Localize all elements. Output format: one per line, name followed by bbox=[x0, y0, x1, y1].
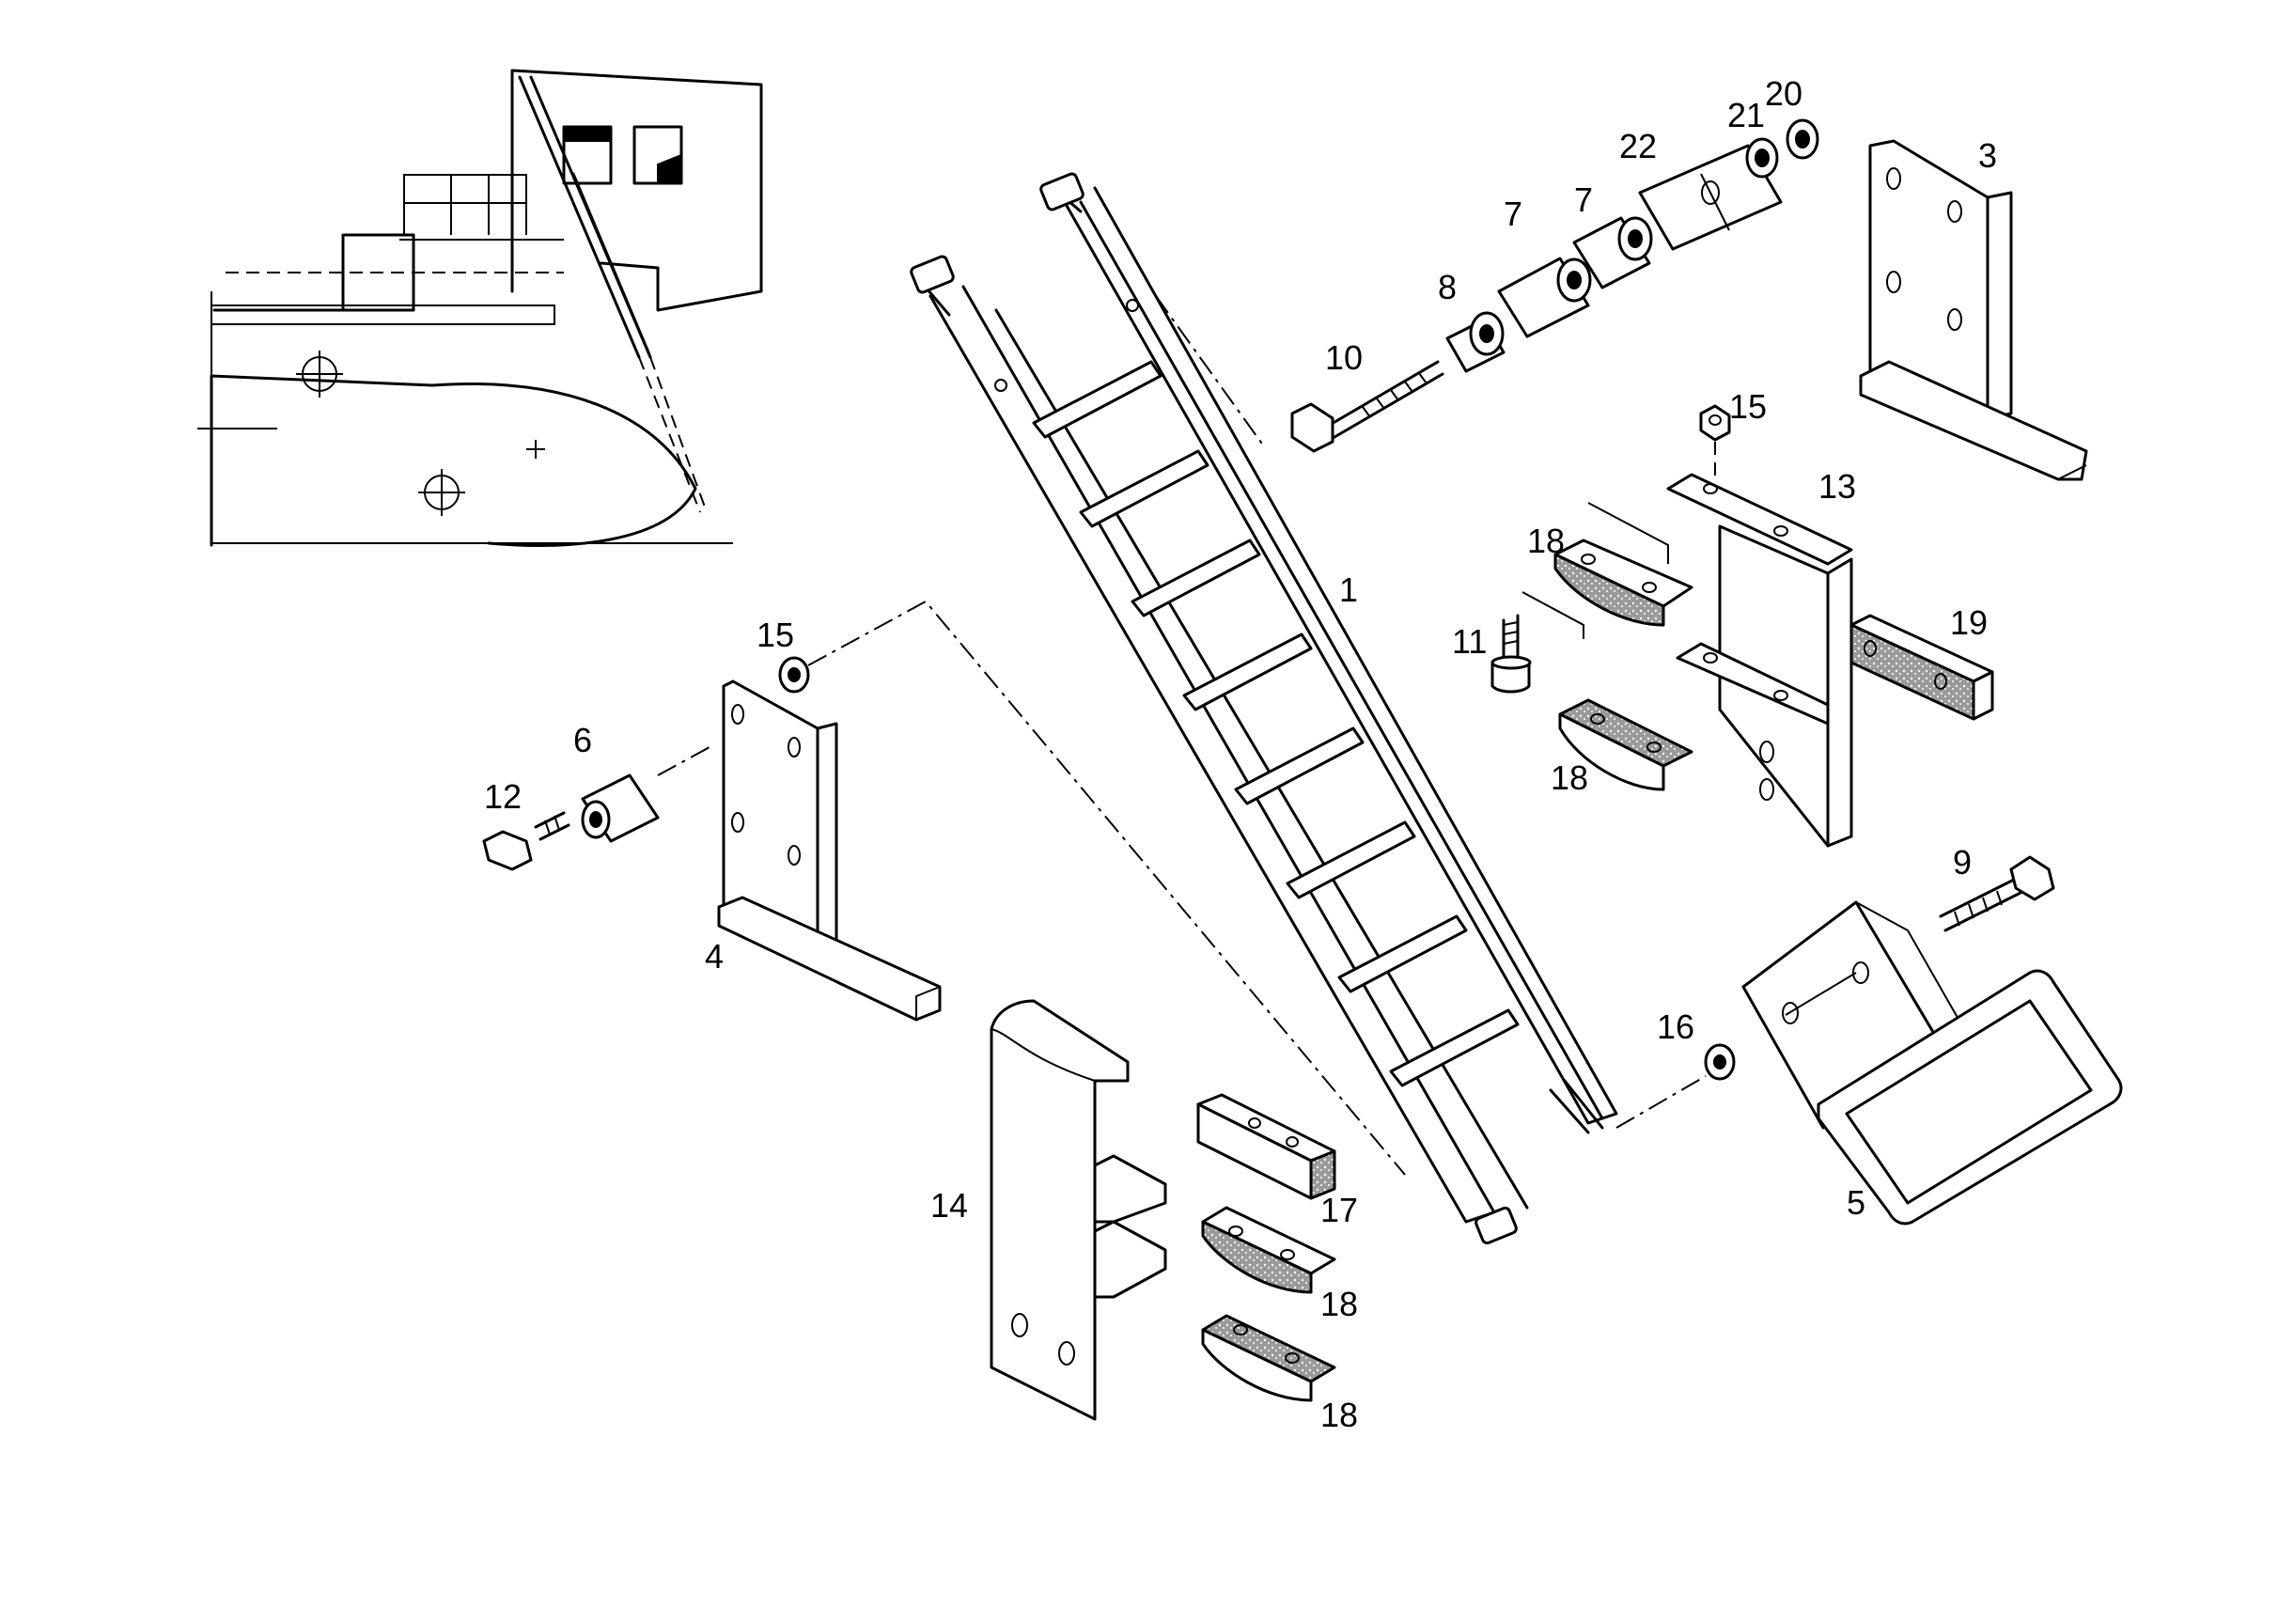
label-6: 6 bbox=[573, 721, 592, 759]
label-8: 8 bbox=[1438, 268, 1457, 306]
bolt-9 bbox=[1939, 855, 2055, 932]
nut-20 bbox=[1786, 118, 1819, 160]
block-17 bbox=[1196, 1093, 1336, 1200]
ladder-rungs bbox=[1032, 360, 1520, 1087]
label-15b: 15 bbox=[757, 616, 794, 654]
bracket-5 bbox=[1741, 900, 2123, 1226]
pad-18-upper bbox=[1553, 539, 1693, 627]
leader-11 bbox=[1521, 591, 1584, 639]
block-19 bbox=[1849, 614, 1994, 721]
axis-line-left bbox=[657, 600, 1406, 1176]
label-18a: 18 bbox=[1527, 522, 1565, 560]
label-20: 20 bbox=[1765, 74, 1802, 113]
pad-18-bottom-b bbox=[1201, 1314, 1336, 1402]
label-12: 12 bbox=[484, 777, 522, 816]
label-5: 5 bbox=[1847, 1183, 1865, 1222]
label-18b: 18 bbox=[1551, 758, 1588, 797]
label-16: 16 bbox=[1657, 1007, 1694, 1046]
pad-18-lower-right bbox=[1558, 698, 1693, 791]
label-11: 11 bbox=[1452, 622, 1487, 661]
label-18c: 18 bbox=[1320, 1285, 1358, 1323]
label-7a: 7 bbox=[1504, 195, 1522, 233]
label-13: 13 bbox=[1818, 467, 1856, 506]
label-18d: 18 bbox=[1320, 1396, 1358, 1434]
sleeve-6 bbox=[581, 773, 660, 843]
washer-21 bbox=[1745, 137, 1779, 179]
label-9: 9 bbox=[1953, 843, 1972, 882]
label-15a: 15 bbox=[1729, 387, 1767, 426]
sleeve-8 bbox=[1445, 311, 1506, 373]
axis-line-16 bbox=[1615, 1075, 1707, 1129]
nut-15-upper bbox=[1699, 404, 1731, 442]
label-4: 4 bbox=[705, 937, 724, 976]
label-21: 21 bbox=[1727, 96, 1765, 134]
label-14: 14 bbox=[930, 1186, 968, 1225]
bracket-3 bbox=[1859, 139, 2088, 481]
bracket-13 bbox=[1666, 473, 1853, 848]
machine-inset-view bbox=[197, 69, 763, 547]
label-22: 22 bbox=[1619, 127, 1657, 165]
sleeve-7b bbox=[1572, 216, 1653, 289]
screw-11 bbox=[1490, 614, 1532, 694]
bolt-12 bbox=[482, 811, 570, 871]
bolt-10 bbox=[1290, 360, 1444, 453]
bracket-14 bbox=[990, 999, 1167, 1421]
leader-18-upper bbox=[1587, 502, 1669, 564]
sleeve-7a bbox=[1497, 257, 1592, 338]
axis-line-top bbox=[1155, 295, 1265, 447]
bracket-4 bbox=[717, 679, 942, 1022]
nut-16 bbox=[1704, 1043, 1736, 1081]
pad-18-bottom-a bbox=[1201, 1206, 1336, 1294]
label-19: 19 bbox=[1950, 603, 1988, 642]
nut-15-left bbox=[778, 656, 810, 694]
label-7b: 7 bbox=[1574, 180, 1593, 219]
label-1: 1 bbox=[1339, 570, 1358, 609]
ladder bbox=[910, 172, 1618, 1245]
label-10: 10 bbox=[1325, 338, 1363, 377]
label-17: 17 bbox=[1320, 1191, 1358, 1229]
plate-22 bbox=[1638, 144, 1783, 251]
label-3: 3 bbox=[1978, 136, 1997, 175]
reference-labels: 1 3 4 5 6 7 7 8 9 10 11 12 13 14 15 15 1… bbox=[484, 74, 1997, 1434]
